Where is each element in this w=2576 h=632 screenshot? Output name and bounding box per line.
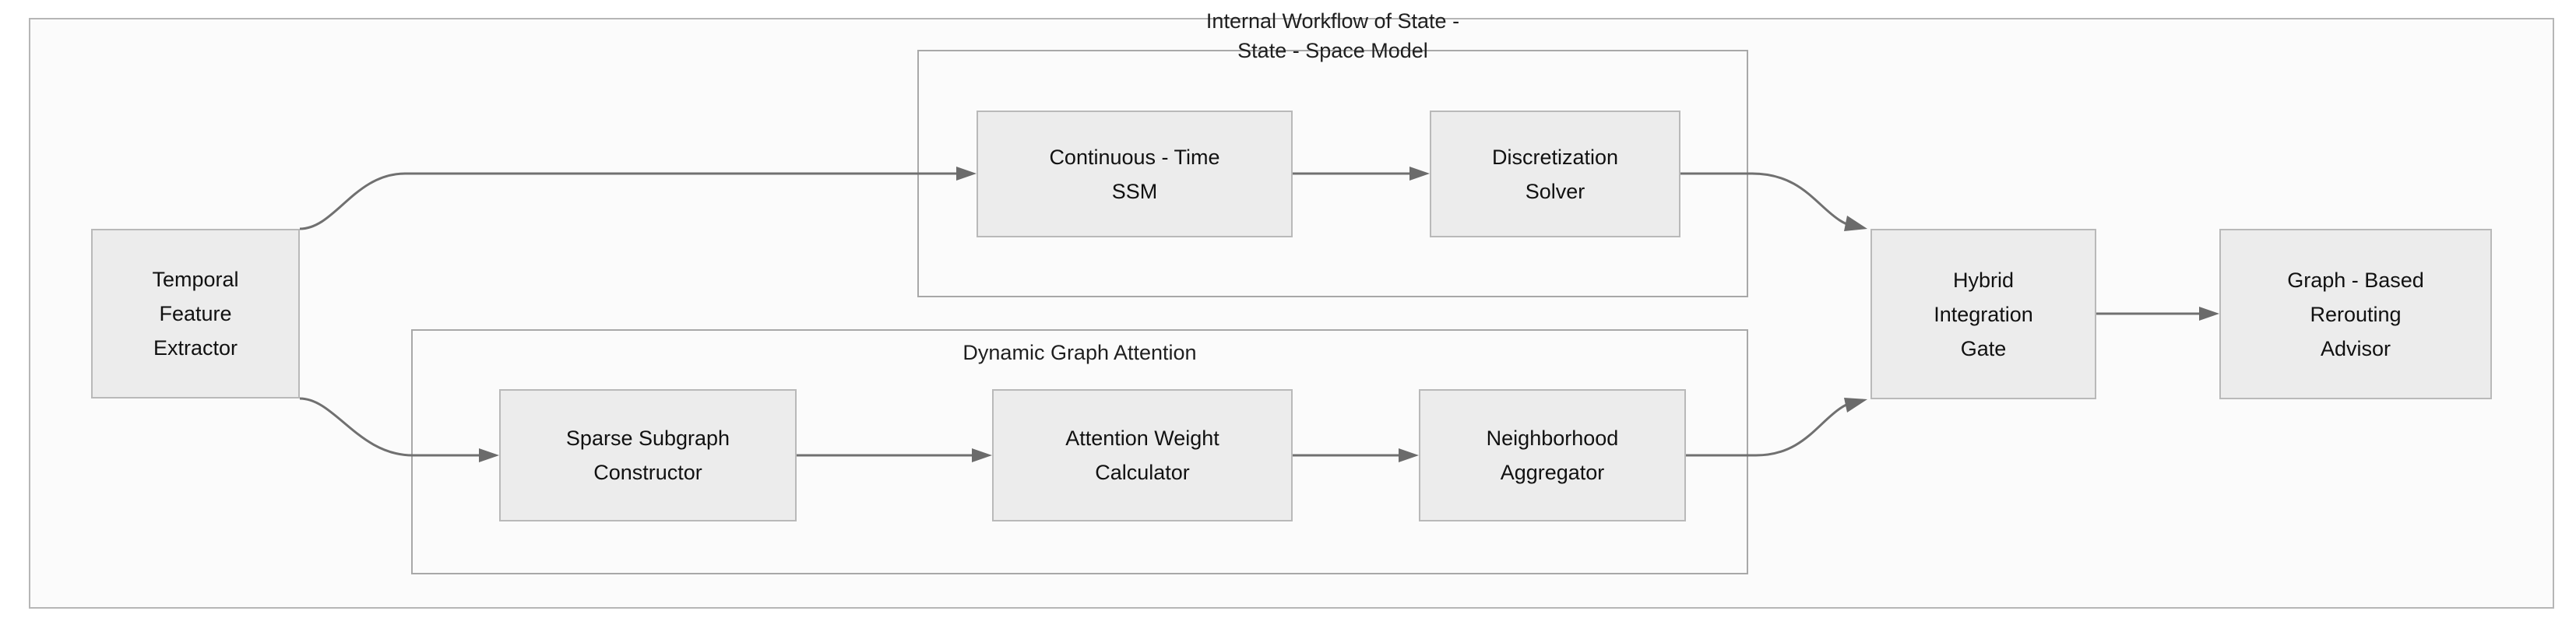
node-hybrid-integration-gate[interactable]: Hybrid Integration Gate: [1870, 229, 2096, 399]
node-attention-weight-calculator[interactable]: Attention Weight Calculator: [992, 389, 1293, 521]
node-label-line: Attention Weight: [1065, 427, 1219, 450]
node-continuous-time-ssm[interactable]: Continuous - Time SSM: [977, 111, 1293, 237]
node-graph-based-rerouting-advisor[interactable]: Graph - Based Rerouting Advisor: [2219, 229, 2492, 399]
node-label-line: Integration: [1934, 302, 2033, 326]
node-label-line: Constructor: [593, 461, 702, 484]
node-discretization-solver[interactable]: Discretization Solver: [1430, 111, 1680, 237]
node-temporal-feature-extractor[interactable]: Temporal Feature Extractor: [91, 229, 300, 399]
node-label-line: Hybrid: [1952, 268, 2015, 292]
node-neighborhood-aggregator[interactable]: Neighborhood Aggregator: [1419, 389, 1686, 521]
node-label-line: Advisor: [2320, 336, 2391, 360]
node-label-line: Sparse Subgraph: [565, 427, 730, 450]
node-label-line: Extractor: [153, 336, 238, 360]
node-label-line: Rerouting: [2310, 302, 2402, 326]
node-label-line: Solver: [1525, 179, 1585, 203]
node-label-line: Calculator: [1095, 461, 1190, 484]
node-label-line: Temporal: [152, 268, 239, 291]
node-label-line: Gate: [1960, 336, 2007, 360]
node-label-line: Graph - Based: [2287, 268, 2424, 292]
node-sparse-subgraph-constructor[interactable]: Sparse Subgraph Constructor: [499, 389, 797, 521]
node-label-line: SSM: [1111, 179, 1158, 203]
node-label-line: Feature: [159, 302, 232, 325]
node-label-line: Neighborhood: [1486, 427, 1619, 450]
node-label-line: Discretization: [1491, 145, 1619, 169]
node-label-line: Continuous - Time: [1049, 145, 1220, 169]
node-label-line: Aggregator: [1500, 461, 1605, 484]
